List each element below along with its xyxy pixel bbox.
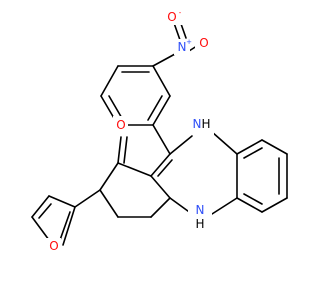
bond [243, 193, 263, 205]
label-mask [174, 39, 190, 55]
structure-svg: N + O - O O H N N H O [31, 9, 288, 254]
bond [59, 211, 71, 241]
bond [117, 136, 122, 164]
bond [147, 95, 163, 121]
bond [117, 162, 152, 177]
bond [236, 197, 263, 213]
bond [62, 206, 76, 246]
bond [150, 197, 171, 218]
nitro-nitrogen: N [178, 40, 187, 54]
label-mask [165, 9, 183, 25]
ketone-oxygen: O [116, 118, 125, 132]
nitro-oxygen-right: O [199, 36, 208, 50]
bond [157, 159, 173, 177]
bonds [31, 20, 288, 246]
bond [123, 136, 128, 164]
bond [261, 139, 288, 155]
nitro-oxygen-top: O [167, 10, 176, 24]
bond [236, 139, 263, 155]
amine-top-hydrogen: H [201, 117, 210, 131]
bond [243, 147, 263, 159]
bond [152, 95, 171, 126]
bond [152, 65, 171, 97]
bond [173, 22, 181, 41]
bond [152, 53, 176, 67]
amine-bottom-hydrogen: H [195, 217, 204, 231]
bond [38, 203, 52, 219]
furan-oxygen: O [49, 239, 58, 253]
bond [150, 153, 171, 177]
amine-top-nitrogen: N [193, 117, 202, 131]
bond [74, 189, 101, 208]
label-mask [195, 35, 212, 51]
bond [150, 175, 171, 199]
bond [261, 197, 288, 213]
nitro-positive-charge: + [186, 38, 192, 46]
nitro-negative-charge: - [179, 9, 182, 17]
bond [31, 216, 50, 241]
label-mask [190, 117, 214, 135]
label-mask [188, 204, 212, 232]
amine-bottom-nitrogen: N [196, 203, 205, 217]
bond [31, 195, 50, 218]
bond [48, 195, 76, 208]
molecule-diagram: N + O - O O H N N H O [31, 9, 288, 254]
atom-labels: N + O - O O H N N H O [46, 9, 214, 254]
label-mask [113, 116, 128, 132]
bond [99, 162, 119, 191]
bond [152, 124, 171, 155]
bond [211, 131, 238, 155]
bond [169, 135, 193, 155]
label-mask [46, 238, 61, 254]
bond [211, 197, 238, 215]
bond [100, 65, 119, 97]
bond [99, 189, 119, 218]
